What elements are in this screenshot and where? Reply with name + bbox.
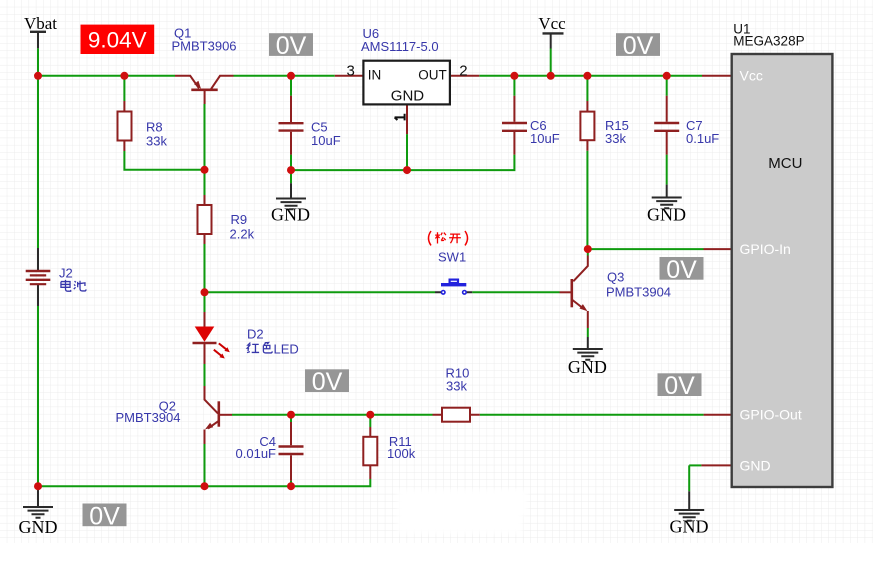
svg-text:GPIO-In: GPIO-In [740,241,791,257]
svg-text:Q3: Q3 [607,270,624,285]
svg-text:PMBT3904: PMBT3904 [606,285,671,300]
svg-text:R8: R8 [146,120,163,135]
svg-text:33k: 33k [446,379,467,394]
svg-text:GND: GND [19,517,58,537]
svg-text:R9: R9 [231,212,248,227]
svg-text:LED: LED [274,342,299,357]
svg-text:GND: GND [271,205,310,225]
svg-text:IN: IN [368,68,382,83]
svg-text:Q2: Q2 [159,399,176,414]
svg-text:33k: 33k [146,134,167,149]
svg-text:0V: 0V [89,502,120,530]
svg-text:R10: R10 [446,366,470,381]
svg-text:Vbat: Vbat [24,14,57,33]
svg-text:10uF: 10uF [311,133,341,148]
svg-text:OUT: OUT [418,67,447,82]
svg-text:AMS1117-5.0: AMS1117-5.0 [361,39,439,54]
svg-text:GND: GND [391,88,425,105]
svg-text:2.2k: 2.2k [230,227,255,242]
svg-text:GND: GND [670,517,709,537]
svg-text:Vcc: Vcc [538,14,566,33]
svg-text:C7: C7 [686,118,703,133]
svg-text:Q1: Q1 [174,26,191,41]
svg-text:R11: R11 [389,434,412,449]
svg-text:GPIO-Out: GPIO-Out [740,407,802,423]
svg-text:C4: C4 [259,434,276,449]
svg-text:GND: GND [740,457,771,473]
svg-text:100k: 100k [387,446,416,461]
svg-text:SW1: SW1 [438,250,466,265]
svg-text:MCU: MCU [768,155,802,172]
svg-text:PMBT3906: PMBT3906 [172,39,237,54]
svg-text:3: 3 [347,62,355,79]
svg-text:10uF: 10uF [530,131,560,146]
svg-text:0V: 0V [666,256,697,284]
svg-text:0V: 0V [623,32,654,60]
svg-text:0.01uF: 0.01uF [236,446,277,461]
svg-text:C5: C5 [311,120,328,135]
svg-text:C6: C6 [530,118,547,133]
svg-text:0V: 0V [312,368,343,396]
svg-text:U6: U6 [363,26,380,41]
svg-text:33k: 33k [605,131,626,146]
svg-text:U1: U1 [733,21,750,36]
svg-text:R15: R15 [605,118,629,133]
svg-text:MEGA328P: MEGA328P [733,34,804,49]
svg-text:J2: J2 [59,266,73,281]
svg-text:9.04V: 9.04V [88,27,147,52]
svg-text:0V: 0V [276,32,307,60]
svg-text:GND: GND [647,205,686,225]
svg-text:0V: 0V [664,372,695,400]
svg-text:Vcc: Vcc [740,67,763,83]
svg-text:GND: GND [568,357,607,377]
svg-text:0.1uF: 0.1uF [686,131,719,146]
svg-text:D2: D2 [247,327,264,342]
svg-text:PMBT3904: PMBT3904 [115,410,180,425]
svg-text:2: 2 [459,63,467,80]
